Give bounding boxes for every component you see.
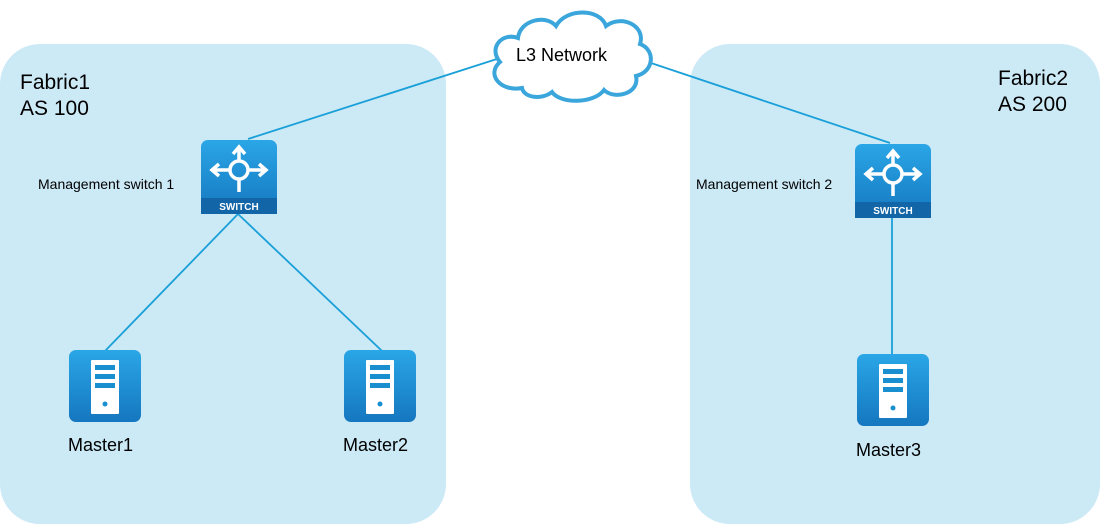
switch-1-badge: SWITCH [219, 202, 258, 213]
switch-1-label: Management switch 1 [38, 176, 175, 192]
cloud-label: L3 Network [516, 45, 608, 65]
management-switch-2: SWITCH [853, 142, 933, 220]
fabric2-as: AS 200 [998, 93, 1067, 116]
management-switch-1: SWITCH [199, 138, 279, 216]
master2-label: Master2 [343, 435, 409, 455]
link-switch1-master2 [237, 213, 383, 352]
master1-server-icon [69, 350, 141, 422]
fabric2-area [690, 44, 1100, 524]
fabric1-as: AS 100 [20, 97, 89, 120]
master3-label: Master3 [856, 440, 922, 460]
fabric2-name: Fabric2 [998, 67, 1069, 90]
fabric2-title: Fabric2 AS 200 [998, 66, 1068, 118]
master2-server-icon [344, 350, 416, 422]
master3-server-icon [857, 354, 929, 426]
link-cloud-switch2 [647, 61, 891, 144]
link-switch1-master1 [104, 213, 239, 352]
master1-label: Master1 [68, 435, 134, 455]
link-cloud-switch1 [247, 57, 501, 140]
switch-2-badge: SWITCH [873, 206, 912, 217]
fabric1-title: Fabric1 AS 100 [20, 70, 90, 122]
cloud-icon [492, 10, 653, 103]
switch-2-label: Management switch 2 [696, 176, 833, 192]
fabric1-name: Fabric1 [20, 71, 91, 94]
